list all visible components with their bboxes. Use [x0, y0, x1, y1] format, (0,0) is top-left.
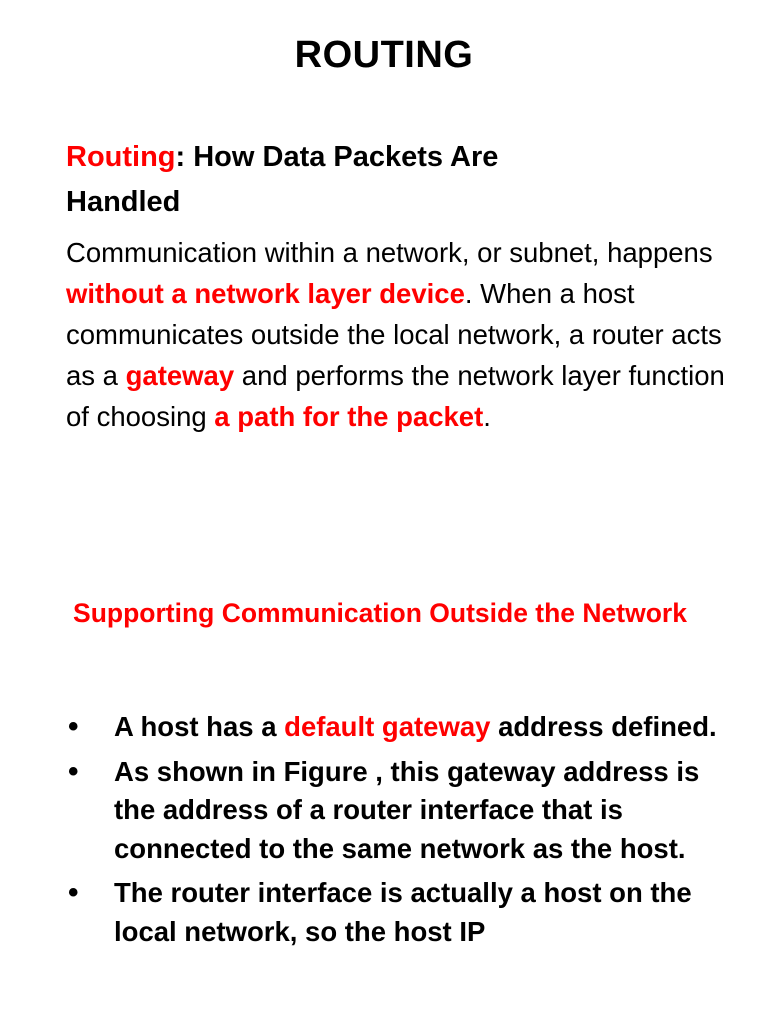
bullet-marker-icon: •	[68, 710, 79, 743]
bullet-text: address defined.	[490, 711, 717, 742]
heading-text-line2: Handled	[66, 186, 181, 218]
bullet-marker-icon: •	[68, 754, 79, 788]
bullet-text: A host has a	[114, 711, 285, 742]
bullet-text: As shown in Figure , this gateway addres…	[114, 755, 700, 864]
page-title: ROUTING	[294, 34, 474, 76]
bullet-list: • A host has a default gateway address d…	[0, 708, 768, 957]
bullet-item: • As shown in Figure , this gateway addr…	[0, 753, 768, 869]
paragraph-text-4: .	[483, 401, 491, 432]
paragraph-text-3: and performs the network layer function …	[66, 360, 725, 432]
intro-paragraph: Communication within a network, or subne…	[66, 232, 726, 437]
heading-text-line1: : How Data Packets Are	[175, 141, 499, 173]
bullet-text: The router interface is actually a host …	[114, 877, 692, 947]
paragraph-highlight-2: gateway	[125, 360, 235, 391]
bullet-item: • A host has a default gateway address d…	[0, 708, 768, 747]
bullet-item: • The router interface is actually a hos…	[0, 874, 768, 951]
paragraph-text-2: . When a host communicates outside the l…	[66, 278, 722, 391]
paragraph-highlight-1: without a network layer device	[66, 278, 465, 309]
subsection-heading: Supporting Communication Outside the Net…	[73, 598, 687, 628]
paragraph-highlight-3: a path for the packet	[214, 401, 484, 432]
bullet-marker-icon: •	[68, 876, 79, 909]
bullet-highlight: default gateway	[284, 711, 491, 742]
heading-keyword: Routing	[66, 141, 176, 173]
paragraph-text-1: Communication within a network, or subne…	[66, 237, 713, 268]
section-heading: Routing: How Data Packets Are Handled	[66, 135, 706, 225]
